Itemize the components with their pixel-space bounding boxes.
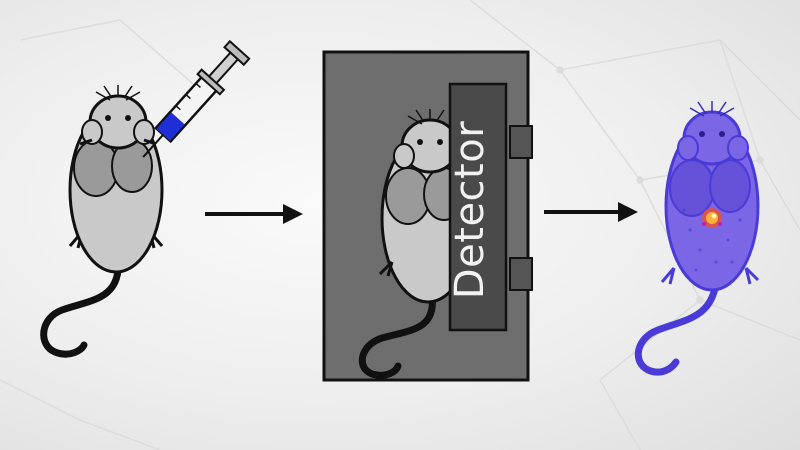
right-arrow-icon bbox=[544, 202, 638, 222]
mouse-tail bbox=[40, 254, 122, 358]
detector-box-icon bbox=[322, 50, 533, 382]
right-arrow-icon bbox=[205, 204, 303, 224]
syringe-icon bbox=[142, 39, 251, 158]
fluorescence-hotspot bbox=[702, 208, 722, 228]
detector-plate bbox=[448, 82, 508, 332]
mouse-with-syringe-icon bbox=[40, 39, 251, 358]
imaged-mouse-icon bbox=[634, 101, 760, 376]
